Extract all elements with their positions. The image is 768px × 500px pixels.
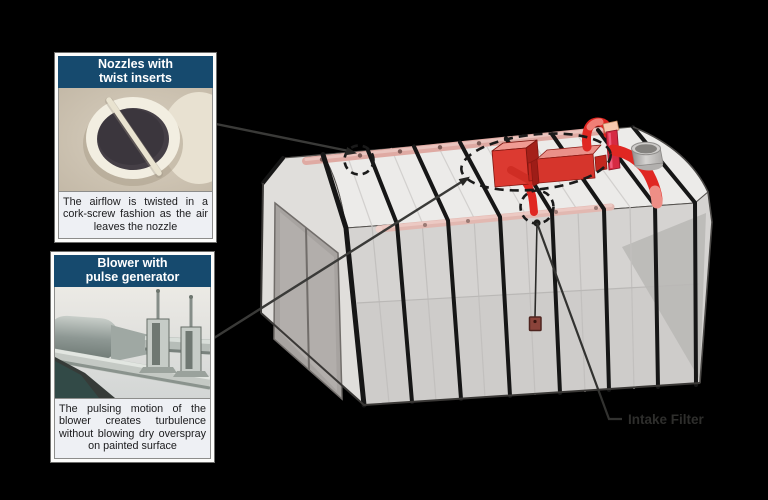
- wall-spray-pipe: [375, 203, 615, 233]
- blower-leader-arrowhead: [458, 176, 470, 186]
- blower-callout-title: Blower with pulse generator: [54, 255, 211, 287]
- wall-seams: [371, 206, 635, 404]
- blower-photo: [54, 287, 211, 399]
- leader-lines: [213, 122, 622, 421]
- vent-cylinder: [631, 141, 664, 171]
- nozzle-highlight-circle: [343, 144, 375, 176]
- intake-filter-element-dot: [533, 319, 537, 324]
- blower-photo-image: [55, 287, 210, 398]
- intake-filter-hanger-line: [534, 222, 538, 318]
- blower-body: [55, 315, 149, 362]
- nozzles-callout: Nozzles with twist inserts: [54, 52, 217, 244]
- ridge-spray-pipe: [302, 126, 614, 165]
- pulse-bracket-2: [173, 295, 209, 377]
- intake-filter-label: Intake Filter: [628, 412, 705, 427]
- nozzles-title-line2: twist inserts: [99, 70, 172, 85]
- blower-leader-line: [213, 179, 464, 340]
- blower-title-line2: pulse generator: [85, 269, 180, 284]
- blower-exhaust-duct-end: [649, 185, 663, 209]
- blower-title-line1: Blower with: [97, 256, 168, 270]
- blower-foot-pipe: [507, 166, 535, 185]
- nozzle-leader-arrowhead: [345, 147, 357, 156]
- blower-gooseneck-highlight: [586, 118, 604, 131]
- blower-callout: Blower with pulse generator: [50, 251, 215, 463]
- intake-filter-leader-line: [535, 222, 622, 421]
- booth-outline: [260, 126, 713, 407]
- nozzle-photo-image: [59, 88, 212, 191]
- annotations: [343, 132, 612, 332]
- pulse-bracket-1: [139, 289, 177, 373]
- nozzle-leader-line: [215, 122, 350, 153]
- twist-insert-rod: [106, 97, 162, 176]
- nozzle-photo: [58, 88, 213, 192]
- wall-horizontal-seam: [356, 283, 700, 304]
- nozzles-title-line1: Nozzles with: [97, 57, 173, 71]
- blower-caption: The pulsing motion of the blower creates…: [54, 399, 211, 459]
- intake-filter-element: [528, 316, 542, 332]
- nozzles-caption: The airflow is twisted in a cork-screw f…: [58, 192, 213, 240]
- booth-door-seam: [305, 227, 310, 371]
- blower-assembly: [491, 117, 664, 216]
- booth-rear-shading: [622, 213, 706, 380]
- booth-wall-lower-band: [357, 284, 700, 405]
- blower-highlight-ellipse: [460, 132, 612, 192]
- spray-booth: [260, 125, 713, 408]
- nozzles-callout-title: Nozzles with twist inserts: [58, 56, 213, 88]
